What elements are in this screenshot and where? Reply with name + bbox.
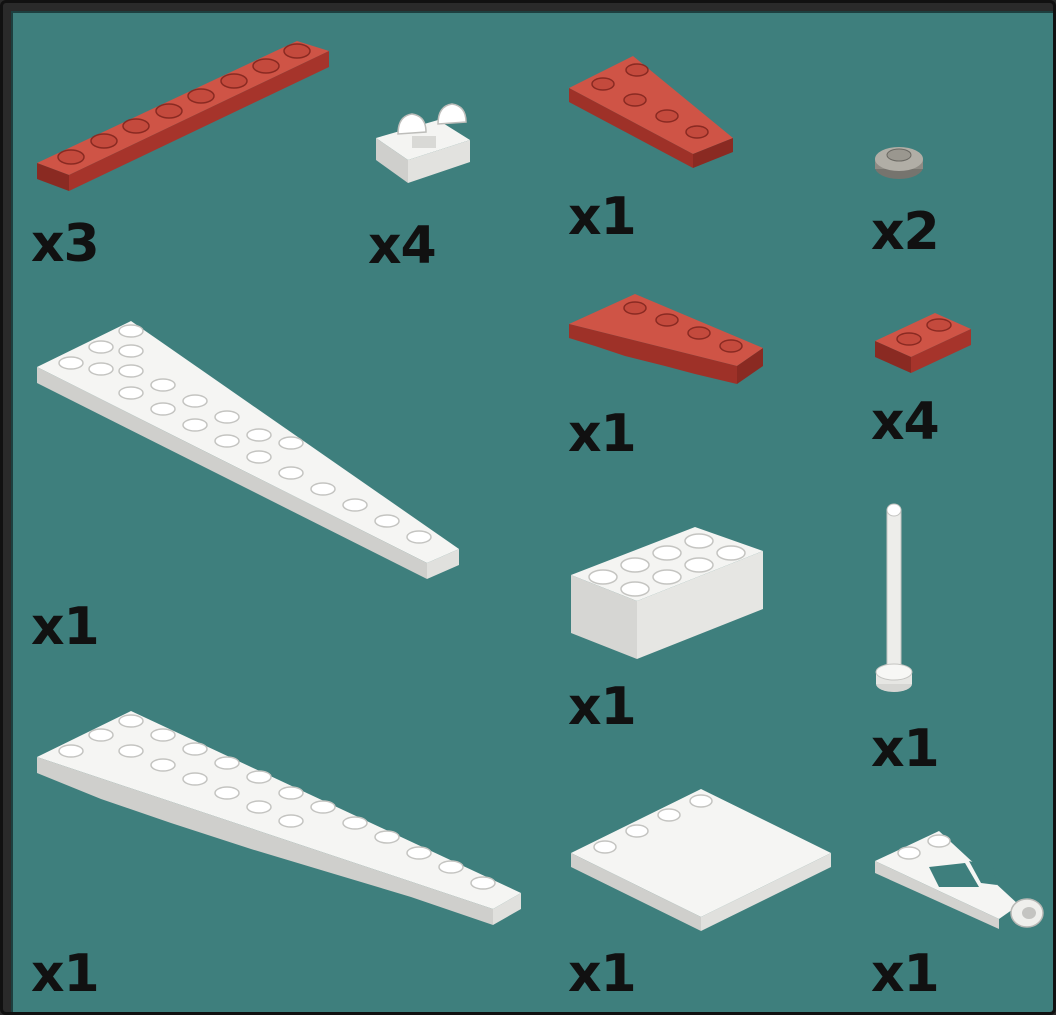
quantity-label: x2 <box>871 206 939 258</box>
quantity-label: x1 <box>31 948 99 1000</box>
quantity-label: x1 <box>568 681 636 733</box>
quantity-label: x1 <box>31 601 99 653</box>
quantity-label: x1 <box>871 948 939 1000</box>
quantity-label: x4 <box>368 220 436 272</box>
white-bar-holder-icon <box>869 823 1054 938</box>
quantity-label: x4 <box>871 396 939 448</box>
red-plate-1x2-icon <box>871 305 976 377</box>
white-wedge-plate-long-cutout-icon <box>31 703 531 938</box>
white-hinge-plate-icon <box>368 98 478 193</box>
red-plate-1x8-icon <box>33 33 333 193</box>
quantity-label: x1 <box>568 191 636 243</box>
quantity-label: x1 <box>871 723 939 775</box>
quantity-label: x1 <box>568 948 636 1000</box>
white-antenna-icon <box>869 498 919 703</box>
quantity-label: x1 <box>568 408 636 460</box>
white-brick-2x4-icon <box>565 513 770 663</box>
white-wedge-plate-long-icon <box>31 313 471 588</box>
quantity-label: x3 <box>31 218 99 270</box>
red-wedge-plate-small-icon <box>565 48 740 173</box>
gray-round-plate-icon <box>869 141 929 186</box>
red-wedge-plate-cutout-icon <box>565 288 770 393</box>
white-plate-4x4-icon <box>565 781 840 936</box>
